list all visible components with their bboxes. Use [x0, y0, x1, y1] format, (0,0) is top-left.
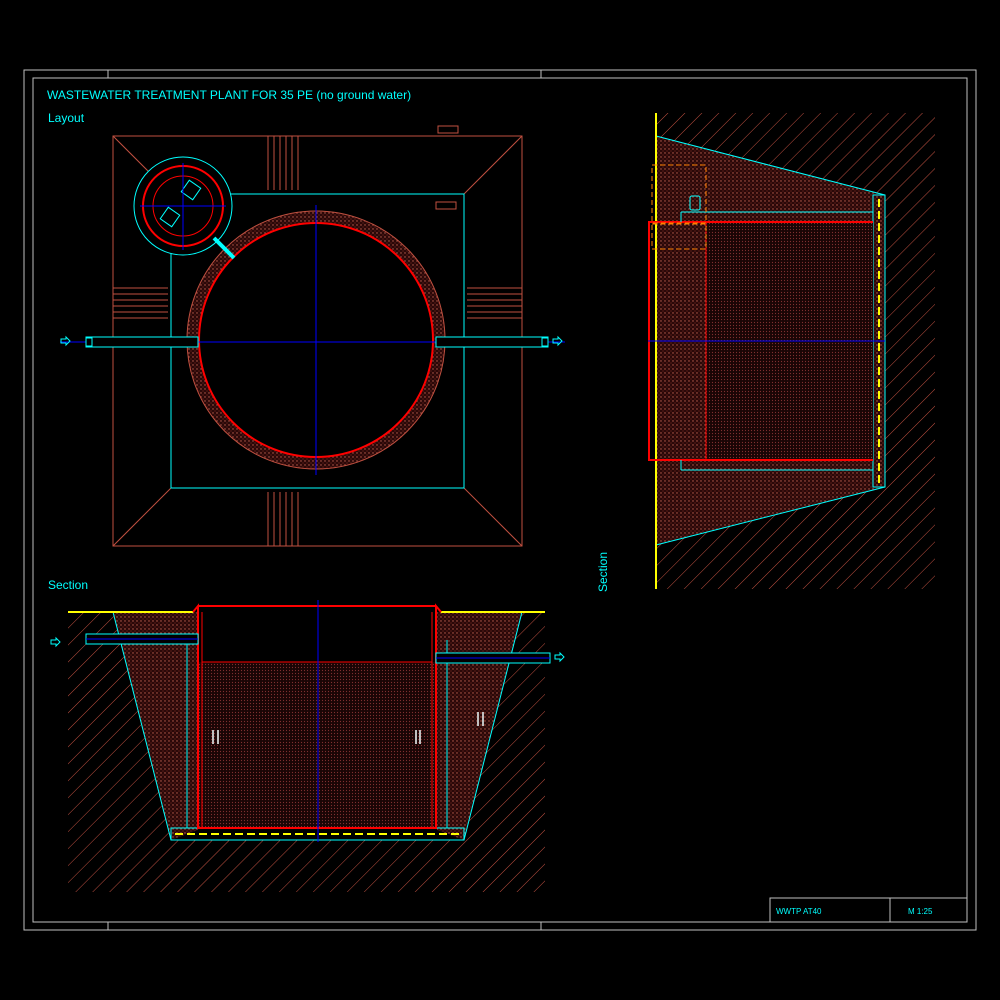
tank-wall-section: [192, 603, 442, 829]
side-section-label: Section: [596, 552, 610, 592]
drawing-title: WASTEWATER TREATMENT PLANT FOR 35 PE (no…: [47, 88, 411, 102]
drawing-name-text: WWTP AT40: [776, 907, 822, 916]
excavation-corner: [112, 487, 172, 547]
arrow-right-icon: [50, 636, 61, 648]
side-hatch-marks: [113, 136, 522, 546]
backfill-left: [113, 612, 198, 840]
title-block: WWTP AT40 M 1:25: [769, 897, 968, 923]
excavation-corner: [463, 135, 523, 195]
backfill-right: [437, 612, 522, 840]
outlet-pipe: [435, 336, 549, 348]
tank-liquid-zone: [198, 662, 436, 828]
connecting-pipe: [212, 236, 236, 260]
scale-text: M 1:25: [908, 907, 933, 916]
arrow-right-icon: [60, 335, 71, 347]
section-label: Section: [48, 578, 88, 592]
chamber-opening: [159, 206, 181, 228]
plan-tag: [435, 201, 457, 210]
side-inlet-chamber: [651, 164, 707, 224]
excavation-slope-left: [112, 611, 172, 841]
side-excavation-top: [655, 135, 886, 196]
cross-section-view: [50, 600, 565, 892]
excavation-corner: [463, 487, 523, 547]
layout-label: Layout: [48, 111, 85, 125]
drawing-frame: [23, 69, 977, 931]
excavation-slope-right: [463, 611, 523, 841]
arrow-right-icon: [554, 651, 565, 663]
layout-plan-view: [60, 125, 565, 547]
chamber-opening: [180, 179, 202, 201]
inlet-pipe: [85, 336, 199, 348]
side-excavation-bottom: [655, 486, 886, 546]
side-section-view: [648, 113, 935, 589]
arrow-right-icon: [552, 335, 563, 347]
plan-tag: [437, 125, 459, 134]
